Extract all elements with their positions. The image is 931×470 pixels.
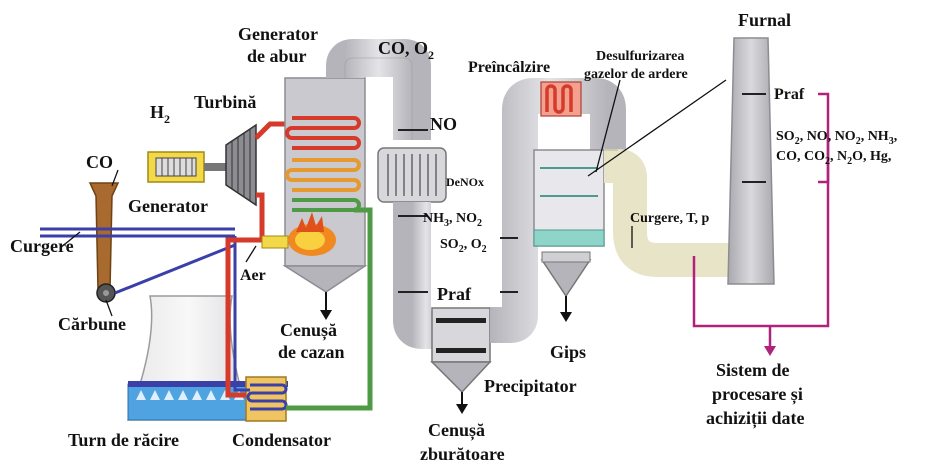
label-sistem-3: achiziții date	[706, 408, 804, 429]
preheater	[540, 81, 582, 117]
flue-duct	[326, 39, 447, 349]
scrubber-duct	[490, 78, 626, 343]
label-praf-duct: Praf	[437, 284, 472, 304]
label-generator-abur-1: Generator	[238, 24, 318, 44]
label-carbune: Cărbune	[58, 314, 126, 334]
cooling-tower	[126, 295, 288, 421]
sampling-lines	[692, 92, 830, 352]
burner-flame	[261, 212, 336, 256]
fgd-scrubber	[533, 149, 605, 322]
label-sistem-1: Sistem de	[716, 360, 790, 380]
label-turn-racire: Turn de răcire	[68, 430, 179, 450]
label-nh3-no2: NH3, NO2	[423, 211, 482, 229]
label-stack-gases-2: CO, CO2, N2O, Hg,	[776, 149, 891, 167]
green-return-line	[286, 207, 373, 411]
label-cenusa-cazan-2: de cazan	[278, 342, 345, 362]
label-generator-abur-2: de abur	[247, 46, 307, 66]
label-stack-gases-1: SO2, NO, NO2, NH3,	[776, 129, 897, 147]
label-h2: H2	[150, 102, 170, 126]
probes	[398, 93, 766, 293]
label-preincalzire: Preîncâlzire	[468, 59, 550, 76]
label-turbina: Turbină	[194, 92, 256, 112]
label-praf-stack: Praf	[774, 86, 805, 103]
label-gips: Gips	[550, 342, 586, 362]
label-desulfurizare-1: Desulfurizarea	[596, 49, 684, 64]
label-so2-o2: SO2, O2	[440, 237, 487, 255]
label-condensator: Condensator	[232, 430, 331, 450]
label-generator: Generator	[128, 196, 208, 216]
turbine	[225, 123, 257, 207]
label-co-o2: CO, O2	[378, 38, 434, 62]
stack-duct	[604, 149, 736, 277]
precipitator	[430, 307, 492, 414]
label-denox: DeNOx	[446, 175, 484, 189]
chimney	[727, 37, 775, 285]
label-cenusa-cazan-1: Cenușă	[280, 320, 337, 341]
label-furnal: Furnal	[738, 10, 791, 30]
label-no: NO	[430, 114, 457, 134]
coal-mill	[88, 182, 120, 303]
label-sistem-2: procesare și	[712, 384, 803, 405]
leader-lines	[59, 79, 727, 317]
label-curgere-t-p: Curgere, T, p	[630, 211, 710, 226]
boiler	[261, 77, 368, 320]
label-aer: Aer	[240, 267, 266, 284]
labels: Generator de abur CO, O2 Preîncâlzire De…	[10, 10, 897, 464]
label-cenusa-zburatoare-1: Cenușă	[428, 420, 485, 441]
label-co: CO	[86, 152, 113, 172]
label-precipitator: Precipitator	[484, 376, 577, 396]
label-cenusa-zburatoare-2: zburătoare	[420, 444, 505, 464]
condenser	[245, 376, 288, 422]
generator	[147, 151, 226, 183]
water-lines	[40, 227, 250, 392]
label-desulfurizare-2: gazelor de ardere	[584, 67, 688, 82]
label-curgere: Curgere	[10, 236, 74, 256]
